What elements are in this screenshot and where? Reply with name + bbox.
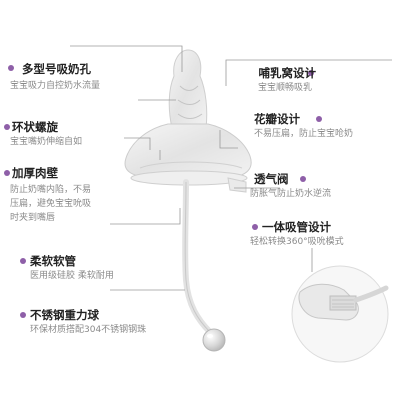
integrated-tube-title: 一体吸管设计 bbox=[262, 220, 331, 234]
petal-design-desc: 不易压扁，防止宝宝呛奶 bbox=[254, 129, 354, 139]
suction-hole-title: 多型号吸奶孔 bbox=[22, 62, 91, 76]
air-valve-desc: 防胀气防止奶水逆流 bbox=[250, 189, 332, 199]
bullet-dot bbox=[8, 65, 14, 71]
thick-wall-desc-line-1: 防止奶嘴内陷，不易 bbox=[10, 185, 92, 195]
bullet-dot bbox=[4, 124, 10, 130]
air-valve-nub bbox=[227, 177, 247, 193]
soft-tube-desc: 医用级硅胶 柔软耐用 bbox=[30, 271, 114, 281]
nest-design-title: 哺乳窝设计 bbox=[258, 66, 317, 80]
thick-wall-desc-line-3: 时夹到嘴唇 bbox=[10, 213, 56, 223]
bullet-dot bbox=[308, 70, 314, 76]
soft-tube-title: 柔软软管 bbox=[30, 254, 76, 268]
spiral-ridges bbox=[177, 85, 203, 119]
nipple-base-ring bbox=[130, 170, 248, 186]
integrated-tube-desc: 轻松转换360°吸吮模式 bbox=[250, 237, 344, 247]
thick-wall-desc-line-2: 压扁，避免宝宝吮吸 bbox=[10, 199, 92, 209]
bullet-dot bbox=[316, 116, 322, 122]
bullet-dot bbox=[20, 258, 26, 264]
bullet-dot bbox=[252, 224, 258, 230]
air-valve-title: 透气阀 bbox=[254, 172, 289, 186]
steel-ball-desc: 环保材质搭配304不锈钢钢珠 bbox=[30, 325, 147, 335]
thick-wall-title: 加厚肉壁 bbox=[12, 166, 58, 180]
soft-tube bbox=[182, 179, 213, 335]
spiral-title: 环状螺旋 bbox=[12, 120, 58, 134]
spiral-desc: 宝宝嘴奶伸缩自如 bbox=[10, 137, 83, 147]
bullet-dot bbox=[300, 176, 306, 182]
petal-design-title: 花瓣设计 bbox=[254, 112, 300, 126]
nipple-flange bbox=[124, 123, 252, 179]
nipple-tip bbox=[168, 49, 208, 129]
suction-hole-desc: 宝宝吸力自控奶水流量 bbox=[10, 81, 101, 91]
nest-design-desc: 宝宝顺畅吸乳 bbox=[257, 83, 312, 93]
steel-ball-title: 不锈钢重力球 bbox=[30, 308, 99, 322]
leader-lines bbox=[70, 45, 392, 291]
bullet-dot bbox=[20, 312, 26, 318]
bullet-dot bbox=[4, 170, 10, 176]
steel-gravity-ball bbox=[202, 328, 226, 352]
